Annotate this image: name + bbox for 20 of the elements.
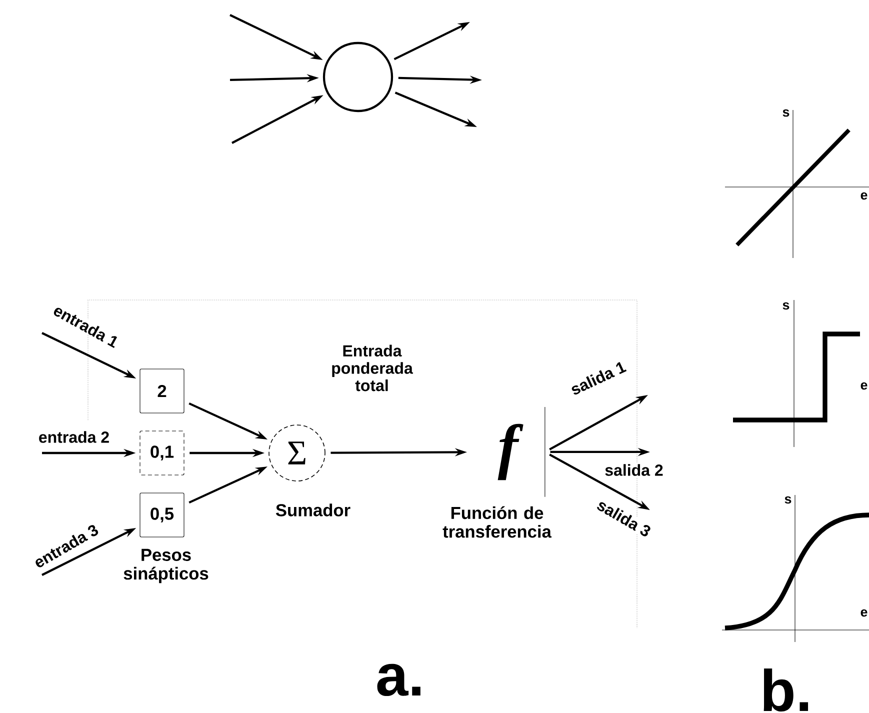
axis-label: s [782,109,790,117]
weight-box: 0,5 [140,492,184,538]
transfer-function: f [498,406,546,498]
node-label: Sumador [276,504,350,516]
edge-label: salida 1 [567,358,629,398]
node-label: Función de transferencia [442,506,552,538]
edge-label: entrada 2 [37,430,111,444]
node-label: Pesos sinápticos [124,548,208,584]
axis-label: e [860,382,868,390]
panel-label: a. [377,664,420,696]
neuron-circle [322,42,394,112]
edge-label: Entrada ponderada total [320,343,424,393]
axis-label: s [782,302,790,310]
weight-box: 0,1 [140,430,184,476]
weight-box: 2 [140,368,184,414]
panel-label: b. [764,668,808,712]
axis-label: s [784,496,792,504]
edge-label: salida 2 [603,462,665,478]
axis-label: e [860,192,868,200]
axis-label: e [860,609,868,617]
